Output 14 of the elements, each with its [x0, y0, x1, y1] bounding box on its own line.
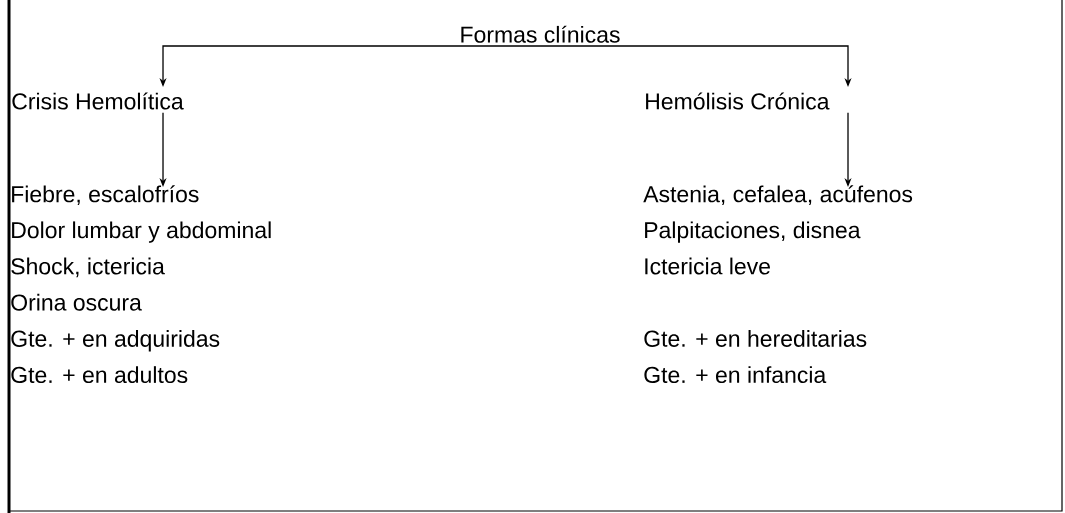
text-label: Hemólisis Crónica — [646, 92, 830, 110]
list-item: Astenia, cefalea, acúfenos — [643, 185, 913, 206]
list-item: Gte. + en adultos — [11, 366, 188, 384]
list-item: Gte. + en adquiridas — [11, 330, 220, 352]
text-label: Formas clínicas — [461, 25, 620, 43]
list-item: Ictericia leve — [645, 257, 770, 275]
list-item: Shock, ictericia — [11, 257, 165, 278]
text-label: Crisis Hemolítica — [12, 92, 184, 110]
list-item: Dolor lumbar y abdominal — [12, 221, 271, 243]
list-item: Orina oscura — [11, 293, 142, 311]
list-item: Gte. + en infancia — [644, 366, 827, 384]
list-item: Fiebre, escalofríos — [12, 185, 199, 206]
list-item: Palpitaciones, disnea — [645, 221, 861, 243]
list-item: Gte. + en hereditarias — [644, 330, 867, 347]
